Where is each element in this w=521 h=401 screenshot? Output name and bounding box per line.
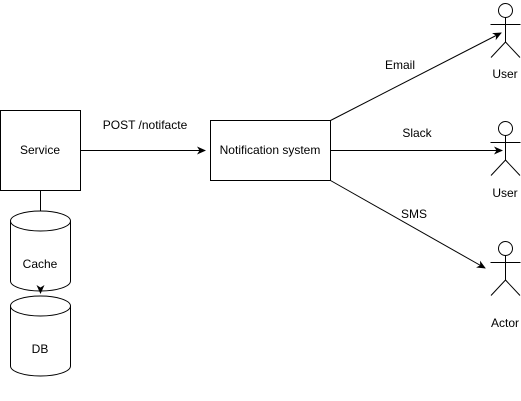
notification-system-label: Notification system [220, 143, 321, 157]
stick-figure-icon [490, 241, 521, 296]
db-node[interactable]: DB [10, 295, 71, 377]
user-actor-top[interactable]: User [490, 3, 521, 82]
notification-system-node[interactable]: Notification system [210, 120, 331, 181]
service-node[interactable]: Service [0, 110, 81, 191]
user-actor-middle-label: User [492, 186, 517, 200]
cache-node[interactable]: Cache [10, 210, 71, 292]
service-label: Service [20, 143, 60, 157]
sms-edge-label: SMS [401, 207, 427, 221]
cylinder-icon [10, 295, 71, 377]
slack-edge-label: Slack [402, 126, 432, 140]
cylinder-icon [10, 210, 71, 292]
actor-bottom-label: Actor [491, 316, 519, 330]
sms-edge: SMS [330, 180, 486, 269]
actor-bottom[interactable]: Actor [490, 241, 521, 331]
stick-figure-icon [490, 3, 521, 58]
stick-figure-icon [490, 121, 521, 176]
user-actor-top-label: User [492, 67, 517, 81]
slack-edge: Slack [330, 126, 503, 155]
user-actor-middle[interactable]: User [490, 121, 521, 201]
service-notification-edge-label: POST /notifacte [103, 118, 188, 132]
email-edge: Email [330, 32, 502, 121]
service-notification-edge: POST /notifacte [80, 118, 206, 155]
db-label: DB [32, 342, 49, 356]
email-edge-label: Email [385, 58, 415, 72]
cache-label: Cache [23, 257, 58, 271]
